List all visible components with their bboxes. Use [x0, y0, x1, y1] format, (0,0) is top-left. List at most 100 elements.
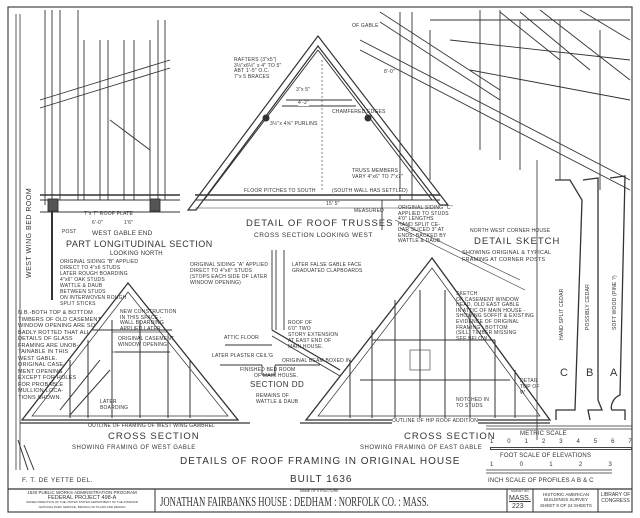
tick-label: 5 [593, 439, 598, 445]
program-block: 1540 PUBLIC WORKS ADMINISTRATION PROGRAM… [10, 490, 154, 509]
note-line: LATER ROUGH BOARDING [60, 271, 128, 277]
note-line: N.B.-BOTH TOP & BOTTOM [18, 310, 93, 316]
note-line: FRAMING ARE UNOB- [18, 342, 79, 349]
looking-north-label: LOOKING NORTH [110, 251, 163, 257]
note-line: ON INTERWOVEN ROUGH [60, 295, 127, 301]
note-line: STORY EXTENSION [288, 332, 339, 338]
note-line: BETWEEN STUDS [60, 289, 106, 295]
note-line: SEE BELOW [456, 335, 488, 342]
note-line: AT EAST END OF [288, 338, 332, 344]
note-line: IN THIS SPACE - [120, 314, 162, 321]
dim-6ft: 6'-0" [92, 220, 103, 226]
metric-scale-title: METRIC SCALE [520, 431, 567, 437]
note-line: 3½"x6½" x 4" TO 5" [234, 62, 282, 69]
note-line: ORIGINAL SIDING "B" APPLIED [60, 259, 139, 265]
molding-profiles [536, 160, 626, 440]
note-line: OF CASEMENT WINDOW [456, 296, 519, 303]
tick-label: 4 [576, 439, 581, 445]
collar-size-label: 3"x 5" [296, 87, 311, 93]
note-line: DETAILS OF GLASS [18, 336, 73, 342]
note-line: MULLION LOCA- [18, 388, 64, 394]
note-line: WATTLE & DAUB [256, 399, 299, 405]
tick-label: 1 [549, 462, 553, 468]
note-line: WINDOW OPENING) [190, 280, 242, 286]
tick-label: 3 [559, 439, 563, 445]
longitudinal-section-drawing [39, 10, 180, 300]
note-line: LATER [100, 399, 117, 405]
longitudinal-section-subtitle: PART LONGITUDINAL SECTION [66, 239, 213, 249]
note-line: WEST GABLE. [18, 355, 58, 362]
measured-label: MEASURED [354, 208, 384, 214]
note-line: WATTLE & DAUB [60, 283, 103, 289]
plaster-label: LATER PLASTER CEIL'G [212, 353, 274, 359]
tick-label: 1 [490, 462, 494, 468]
note-line: FRAMING : BOTTOM [456, 324, 508, 331]
roof-truss-subtitle: CROSS SECTION LOOKING WEST [254, 232, 373, 239]
note-line: TO STUDS [456, 402, 483, 409]
note-line: FINISHED BED ROOM [240, 367, 296, 373]
tick-label: 0 [507, 439, 511, 445]
corner-sketch-small-title: NORTH WEST CORNER HOUSE [470, 228, 551, 234]
note-line: OF MAIN HOUSE. [254, 373, 299, 379]
note-line: LATER FALSE GABLE FACE [292, 262, 362, 268]
rafter-dim: 8'-0" [384, 69, 395, 75]
note-line: WINDOW OPENING ARE SO [18, 323, 96, 329]
note-line: SHOWING ORIGINAL & TYPICAL [462, 250, 552, 256]
note-line: DIRECT TO 4"x6" STUDS [190, 268, 253, 274]
survey-number-state: MASS. [509, 495, 531, 502]
note-line: NOTCHED IN [456, 397, 490, 403]
note-line: WINDOW OPENING [118, 342, 168, 348]
tick-label: 2 [541, 439, 546, 445]
habs-block: HISTORIC AMERICAN BUILDINGS SURVEY SHEET… [535, 492, 597, 508]
habs-line: HISTORIC AMERICAN [542, 492, 590, 497]
note-line: ORIGINAL SIDING "C" [398, 205, 453, 211]
built-date: BUILT 1636 [290, 474, 353, 485]
tick-label: 3 [608, 462, 612, 468]
note-line: MENT OPENING [18, 368, 63, 375]
east-gable-drawing [300, 219, 552, 424]
note-line: IN ATTIC OF MAIN HOUSE - [456, 307, 526, 314]
sheet-number: SHEET 8 OF 24 SHEETS [540, 502, 592, 508]
survey-number: 223 [512, 503, 524, 510]
of-gable-label: OF GABLE [352, 23, 379, 29]
note-line: SKETCH [456, 291, 478, 297]
note-line: FRAMING AT CORNER POSTS [462, 256, 546, 263]
profile-a-letter: A [610, 367, 619, 379]
note-line: EVIDENCE OF ORIGINAL [456, 318, 520, 325]
program-line: 1540 PUBLIC WORKS ADMINISTRATION PROGRAM [27, 490, 137, 495]
tick-label: 1 [524, 439, 529, 445]
note-line: RAFTERS (3"x5") [234, 57, 277, 63]
south-wall-note: (SOUTH WALL HAS SETTLED) [332, 188, 408, 194]
hip-roof-outline-note: OUTLINE OF HIP ROOF ADDITION [392, 418, 479, 424]
roof-truss-title: DETAIL OF ROOF TRUSSES [246, 218, 394, 229]
note-line: ORIGINAL CASEMENT [118, 336, 175, 342]
note-line: REMAINS OF [256, 393, 290, 399]
west-wing-bed-room-label: WEST WING BED ROOM [26, 187, 33, 278]
profile-b-label: POSSIBLY CEDAR [585, 284, 591, 330]
note-line: (SILL) TIMBER MISSING [456, 330, 517, 337]
note-line: DAR SLICED 3" AT [398, 227, 445, 233]
note-line: BADLY ROTTED THAT ALL [18, 329, 91, 336]
program-line: FEDERAL PROJECT 498-A [47, 494, 117, 501]
note-line: DIRECT TO 4"x6 STUDS [60, 265, 121, 271]
west-gable-drawing [17, 281, 250, 471]
note-line: EXCEPT FOR HOLES [18, 375, 77, 381]
note-line: HAND SPLIT CE- [398, 221, 441, 228]
west-wing-outline-note: OUTLINE OF FRAMING OF WEST WING GAMBREL [88, 423, 216, 429]
beam-label: ORIGINAL BEAM BOXED IN [282, 358, 351, 364]
tick-label: 1 [490, 439, 494, 445]
purlin-label: 3½"x 4⅝" PURLINS [270, 121, 318, 127]
rafters-note: RAFTERS (3"x5")3½"x6½" x 4" TO 5"ABT 1'-… [234, 57, 282, 80]
